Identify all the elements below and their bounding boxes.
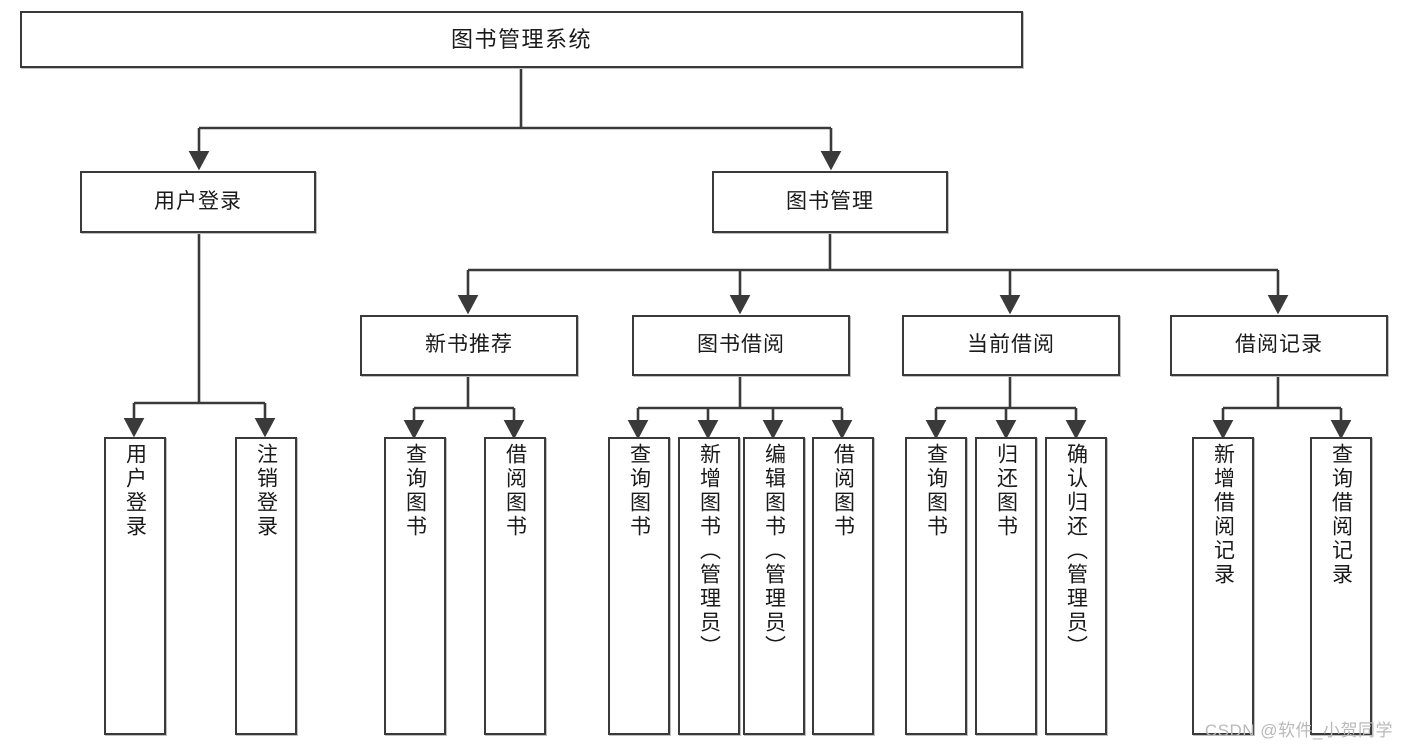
node-label: 图书管理系统 — [450, 26, 592, 52]
leaf-borrow-borrow-book[interactable]: 借阅图书 — [812, 437, 874, 735]
node-label: 新书推荐 — [425, 333, 513, 357]
node-new-book-recommend[interactable]: 新书推荐 — [360, 315, 578, 376]
node-label: 归还图书 — [994, 443, 1018, 539]
leaf-current-return-book[interactable]: 归还图书 — [975, 437, 1037, 735]
node-label: 查询图书 — [627, 443, 651, 539]
node-borrow-record[interactable]: 借阅记录 — [1170, 315, 1388, 376]
node-book-management[interactable]: 图书管理 — [712, 171, 948, 233]
node-label: 图书管理 — [786, 189, 874, 213]
node-current-borrow[interactable]: 当前借阅 — [902, 315, 1120, 376]
node-label: 借阅记录 — [1235, 333, 1323, 357]
node-label: 借阅图书 — [831, 443, 855, 539]
node-label: 查询借阅记录 — [1329, 443, 1353, 587]
node-book-borrow[interactable]: 图书借阅 — [632, 315, 850, 376]
leaf-user-login-logout[interactable]: 注销登录 — [235, 437, 297, 735]
leaf-current-query-book[interactable]: 查询图书 — [905, 437, 967, 735]
node-label: 查询图书 — [403, 443, 427, 539]
node-label: 借阅图书 — [503, 443, 527, 539]
node-label: 注销登录 — [254, 443, 278, 539]
leaf-current-confirm-return-admin[interactable]: 确认归还（管理员） — [1045, 437, 1107, 735]
node-label: 用户登录 — [123, 443, 147, 539]
node-user-login[interactable]: 用户登录 — [80, 171, 316, 233]
leaf-record-add-record[interactable]: 新增借阅记录 — [1192, 437, 1254, 735]
leaf-new-book-query[interactable]: 查询图书 — [384, 437, 446, 735]
node-label: 新增图书（管理员） — [697, 443, 721, 659]
node-label: 新增借阅记录 — [1211, 443, 1235, 587]
csdn-watermark: CSDN @软件_小贺同学 — [1204, 721, 1393, 740]
leaf-borrow-query-book[interactable]: 查询图书 — [608, 437, 670, 735]
node-label: 图书借阅 — [697, 333, 785, 357]
node-label: 编辑图书（管理员） — [762, 443, 786, 659]
leaf-borrow-edit-book-admin[interactable]: 编辑图书（管理员） — [743, 437, 805, 735]
leaf-user-login-login[interactable]: 用户登录 — [104, 437, 166, 735]
node-label: 确认归还（管理员） — [1064, 443, 1088, 659]
node-root-system[interactable]: 图书管理系统 — [20, 11, 1023, 68]
leaf-borrow-add-book-admin[interactable]: 新增图书（管理员） — [678, 437, 740, 735]
node-label: 当前借阅 — [967, 333, 1055, 357]
leaf-record-query-record[interactable]: 查询借阅记录 — [1310, 437, 1372, 735]
node-label: 查询图书 — [924, 443, 948, 539]
node-label: 用户登录 — [154, 189, 242, 213]
leaf-new-book-borrow[interactable]: 借阅图书 — [484, 437, 546, 735]
